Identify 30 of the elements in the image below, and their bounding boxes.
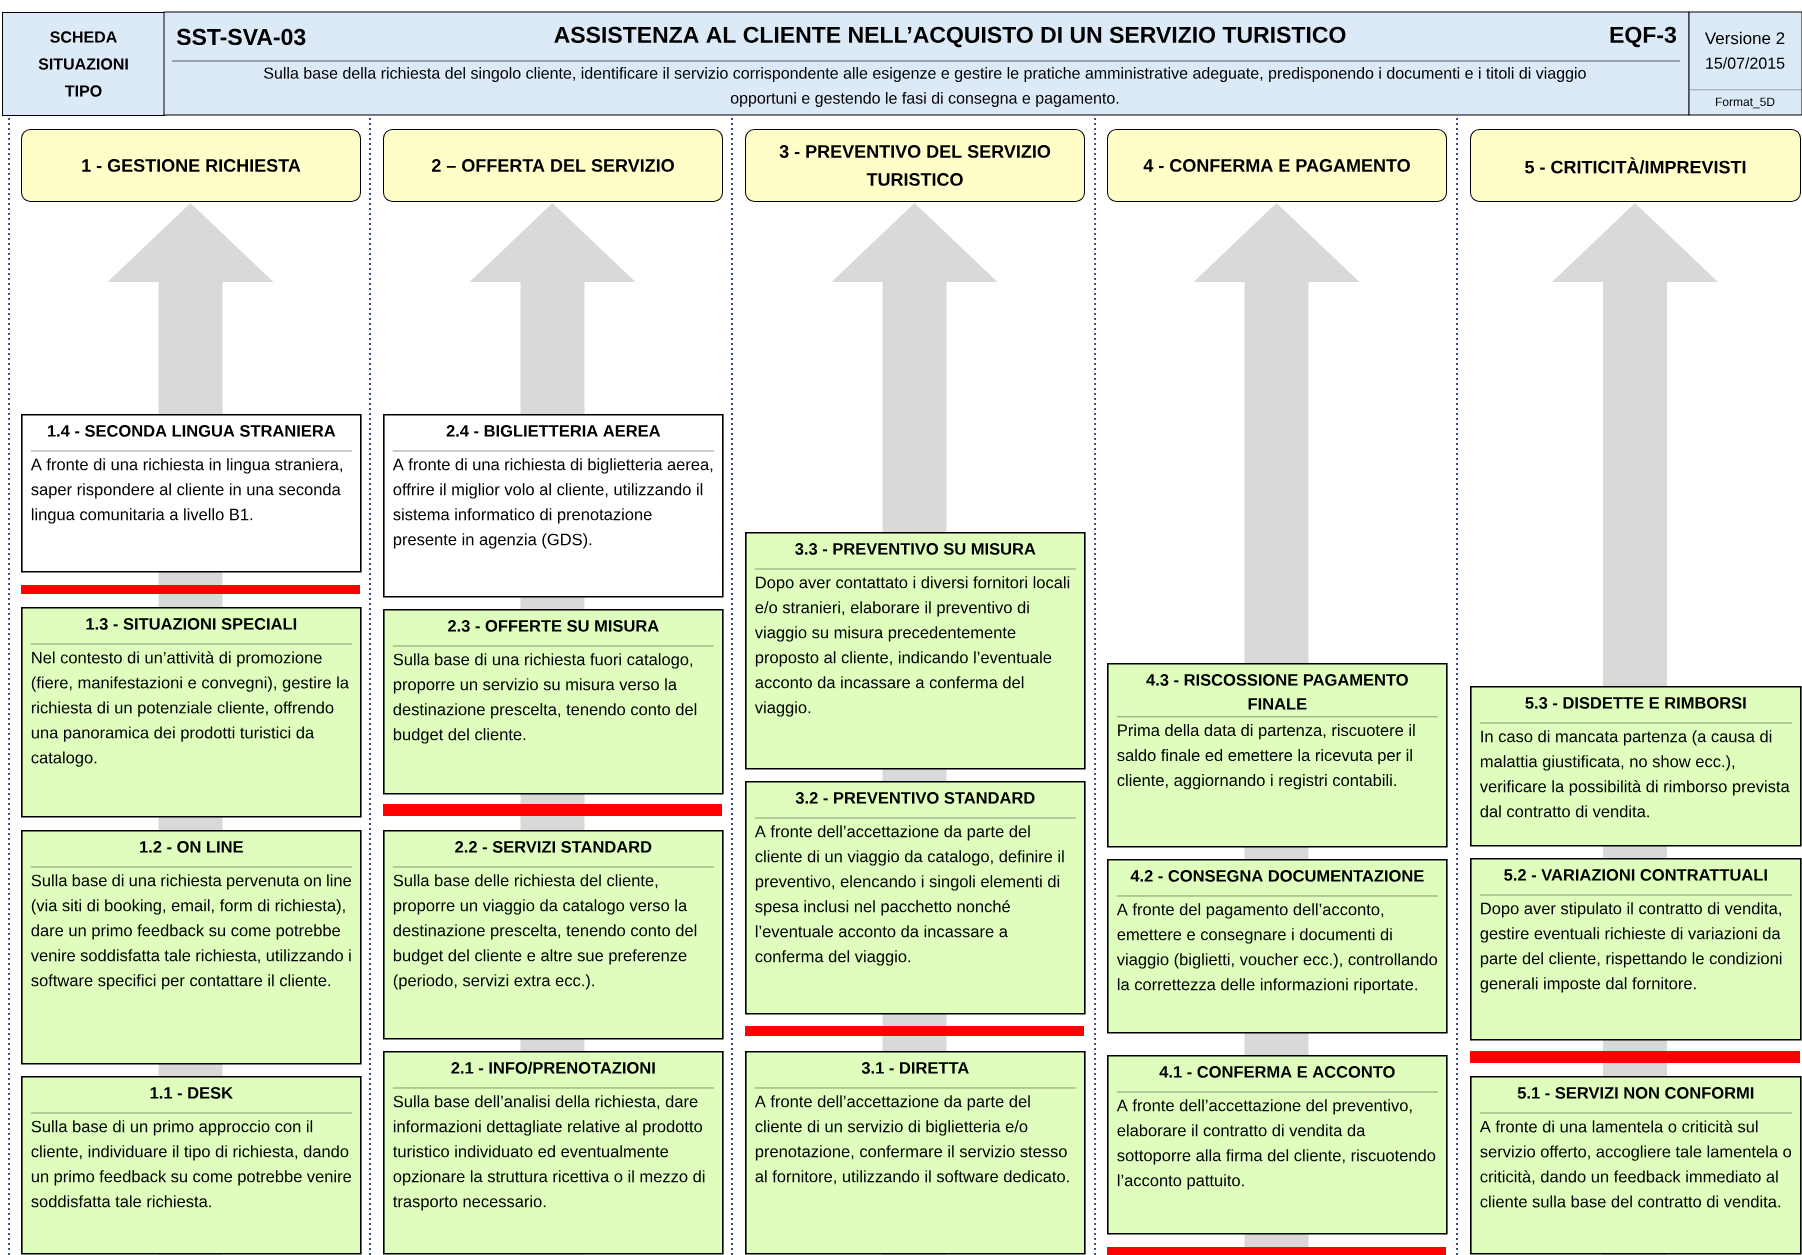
title: ASSISTENZA AL CLIENTE NELL’ACQUISTO DI UN SERVIZIO TURISTICO [554,26,1346,48]
task-box: 5.2 - VARIAZIONI CONTRATTUALI Dopo aver stipulato il contratto di vendita, gestire eventuali richieste di variazioni da parte del cliente, rispettando le condizioni generali imposte dal fornitore. [1470,858,1802,1041]
column-header: 4 - CONFERMA E PAGAMENTO [1107,129,1447,202]
header-cell: SCHEDA SITUAZIONI TIPO [2,12,165,116]
date-label: 15/07/2015 [1706,57,1785,69]
task-box: 3.3 - PREVENTIVO SU MISURA Dopo aver contattato i diversi fornitori locali e/o stranieri, elaborare il preventivo di viaggio su misura precedentemente proposto al cliente, indicando l’eventuale acconto da incassare a conferma del viaggio. [745,532,1086,770]
task-box: 1.4 - SECONDA LINGUA STRANIERA A fronte di una richiesta in lingua straniera, saper rispondere al cliente in una seconda lingua comunitaria a livello B1. [21,414,362,573]
code-label: SST-SVA-03 [176,28,306,46]
task-box: 1.1 - DESK Sulla base di un primo approccio con il cliente, individuare il tipo di richiesta, dando un primo feedback su come potrebbe venire soddisfatta tale richiesta. [21,1076,362,1255]
task-box: 1.2 - ON LINE Sulla base di una richiesta pervenuta on line (via siti di booking, email, form di richiesta), dare un primo feedback su come potrebbe venire soddisfatta tale richiesta, utilizzando i software specifici per contattare il cliente. [21,830,362,1065]
format-label: Format_5D [1716,97,1775,109]
task-box: 3.1 - DIRETTA A fronte dell’accettazione da parte del cliente di un servizio di biglietteria e/o prenotazione, confermare il servizio stesso al fornitore, utilizzando il software dedicato. [745,1051,1086,1255]
task-box: 2.4 - BIGLIETTERIA AEREA A fronte di una richiesta di biglietteria aerea, offrire il miglior volo al cliente, utilizzando il sistema informatico di prenotazione presente in agenzia (GDS). [383,414,724,598]
version-label: Versione 2 [1704,31,1785,45]
task-box: 4.2 - CONSEGNA DOCUMENTAZIONE A fronte del pagamento dell’acconto, emettere e consegnare i documenti di viaggio (biglietti, voucher ecc.), controllando la correttezza delle informazioni riportate. [1107,859,1448,1034]
column-header: 5 - CRITICITÀ/IMPREVISTI [1470,129,1801,202]
column-header: 2 – OFFERTA DEL SERVIZIO [383,129,723,202]
subtitle: Sulla base della richiesta del singolo cliente, identificare il servizio corrispondente alle esigenze e gestire le pratiche amministrative adeguate, predisponendo i documenti e i titoli di viaggio opportuni e gestendo le fasi di consegna e pagamento. [264,67,1586,107]
task-box: 2.3 - OFFERTE SU MISURA Sulla base di una richiesta fuori catalogo, proporre un servizio su misura verso la destinazione prescelta, tenendo conto del budget del cliente. [383,609,724,795]
task-box: 2.1 - INFO/PRENOTAZIONI Sulla base dell’analisi della richiesta, dare informazioni dettagliate relative al prodotto turistico individuato ed eventualmente opzionare la struttura ricettiva o il mezzo di trasporto necessario. [383,1051,724,1255]
task-box: 4.3 - RISCOSSIONE PAGAMENTO FINALE Prima della data di partenza, riscuotere il saldo finale ed emettere la ricevuta per il cliente, aggiornando i registri contabili. [1107,663,1448,848]
task-box: 5.1 - SERVIZI NON CONFORMI A fronte di una lamentela o criticità sul servizio offerto, accogliere tale lamentela o criticità, dando un feedback immediato al cliente sulla base del contratto di vendita. [1470,1076,1802,1255]
task-box: 3.2 - PREVENTIVO STANDARD A fronte dell’accettazione da parte del cliente di un viaggio da catalogo, definire il preventivo, elencando i singoli elementi di spesa inclusi nel pacchetto nonché l’eventuale acconto da incassare a conferma del viaggio. [745,781,1086,1015]
task-box: 5.3 - DISDETTE E RIMBORSI In caso di mancata partenza (a causa di malattia giustificata, no show ecc.), verificare la possibilità di rimborso prevista dal contratto di vendita. [1470,686,1802,847]
task-box: 2.2 - SERVIZI STANDARD Sulla base delle richiesta del cliente, proporre un viaggio da catalogo verso la destinazione prescelta, tenendo conto del budget del cliente e altre sue preferenze (periodo, servizi extra ecc.). [383,830,724,1040]
task-box: 4.1 - CONFERMA E ACCONTO A fronte dell’accettazione del preventivo, elaborare il contratto di vendita da sottoporre alla firma del cliente, riscuotendo l’acconto pattuito. [1107,1055,1448,1235]
task-box: 1.3 - SITUAZIONI SPECIALI Nel contesto di un’attività di promozione (fiere, manifestazioni e convegni), gestire la richiesta di un potenziale cliente, offrendo una panoramica dei prodotti turistici da catalogo. [21,607,362,818]
level-label: EQF-3 [1610,26,1676,48]
column-header: 3 - PREVENTIVO DEL SERVIZIO TURISTICO [745,129,1085,202]
column-header: 1 - GESTIONE RICHIESTA [21,129,361,202]
